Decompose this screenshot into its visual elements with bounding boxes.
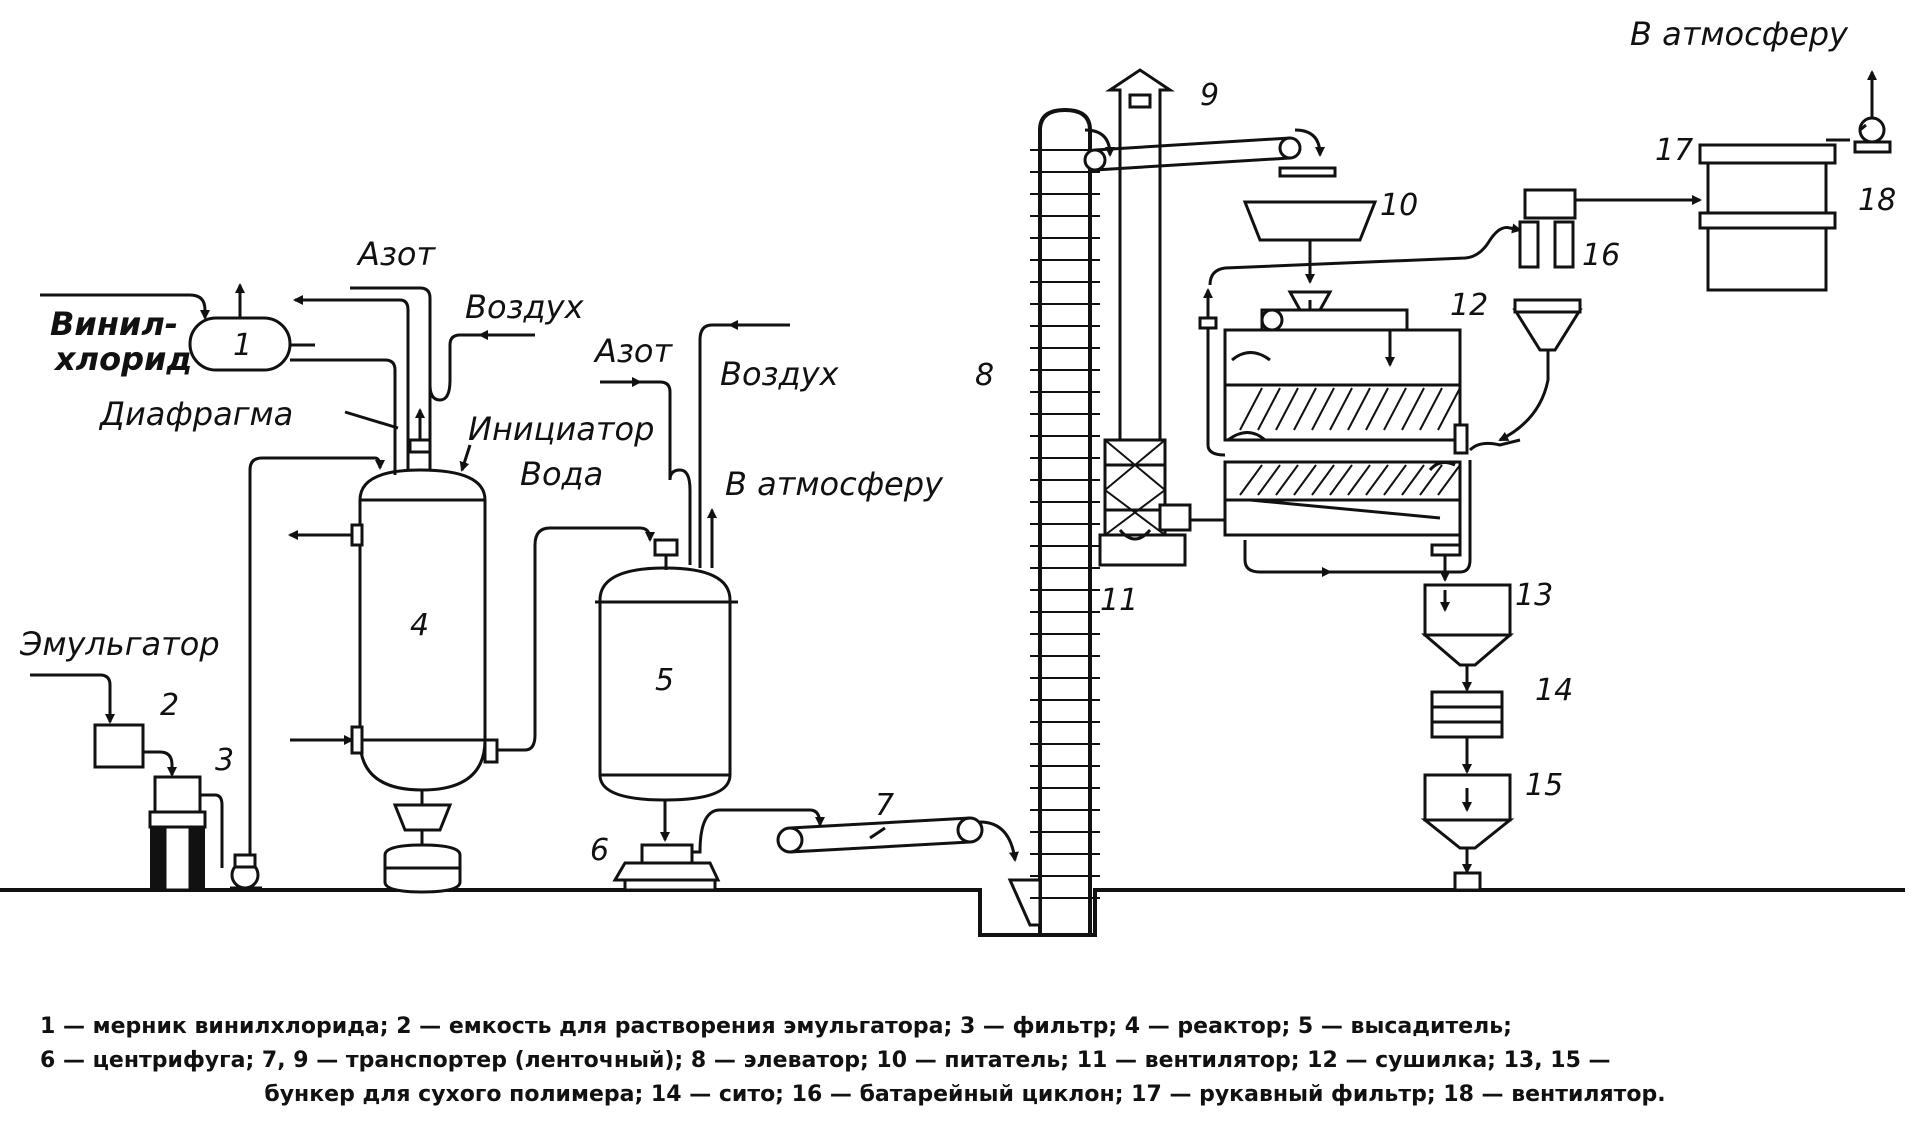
figure-caption: 1 — мерник винилхлорида; 2 — емкость для…: [40, 1010, 1890, 1112]
dryer-hatch-line: [1239, 464, 1263, 496]
dryer-hatch-line: [1437, 464, 1461, 496]
num-12: 12: [1450, 288, 1488, 323]
belt-conveyor-9: [1083, 68, 1337, 442]
process-flow-diagram: Винил- хлорид Азот Воздух Азот Воздух Ди…: [0, 15, 1905, 937]
dryer-hatch-line: [1239, 387, 1263, 431]
num-7: 7: [875, 788, 894, 823]
bucket-elevator-8: [1007, 107, 1115, 935]
dryer-hatch-line: [1419, 464, 1443, 496]
num-5: 5: [655, 663, 674, 698]
dryer-hatch-line: [1347, 387, 1371, 431]
label-v-atmosferu-1: В атмосферу: [725, 465, 944, 503]
num-2: 2: [160, 688, 179, 723]
centrifuge-6: [612, 843, 721, 892]
num-3: 3: [215, 743, 234, 778]
dryer-hatch-line: [1383, 464, 1407, 496]
battery-cyclone-16: [1498, 188, 1702, 442]
dryer-hatch-line: [1311, 464, 1335, 496]
dryer-hatch-line: [1257, 464, 1281, 496]
bunker-15: [1420, 773, 1515, 892]
pump: [230, 853, 262, 890]
num-9: 9: [1200, 78, 1219, 113]
num-15: 15: [1525, 768, 1563, 803]
dryer-hatch-line: [1401, 387, 1425, 431]
label-azot-1: Азот: [356, 235, 436, 273]
label-v-atmosferu-2: В атмосферу: [1630, 15, 1849, 53]
num-8: 8: [975, 358, 994, 393]
bunker-13: [1420, 583, 1515, 692]
sieve-14: [1430, 690, 1504, 774]
dryer-hatch-line: [1419, 387, 1443, 431]
label-voda: Вода: [520, 455, 603, 493]
num-17: 17: [1655, 133, 1693, 168]
dryer-hatch-line: [1311, 387, 1335, 431]
label-diafragma: Диафрагма: [98, 395, 293, 433]
label-emulgator: Эмульгатор: [19, 625, 220, 663]
num-11: 11: [1100, 583, 1138, 618]
label-initsiator: Инициатор: [468, 410, 654, 448]
fan-18: [1853, 70, 1892, 154]
floor-line: [0, 888, 1905, 937]
caption-line-1: 1 — мерник винилхлорида; 2 — емкость для…: [40, 1014, 1512, 1039]
label-vinyl-chloride-1: Винил-: [50, 305, 178, 343]
dryer-hatch-line: [1365, 464, 1389, 496]
bag-filter-17: [1698, 138, 1850, 292]
num-6: 6: [590, 833, 609, 868]
precipitator-5: [595, 320, 790, 842]
emulsifier-tank-2: [93, 723, 145, 769]
dryer-hatch-line: [1329, 387, 1353, 431]
dryer-hatch-line: [1293, 464, 1317, 496]
num-4: 4: [410, 608, 429, 643]
dryer-hatch-line: [1365, 387, 1389, 431]
dryer-12: [1190, 223, 1522, 582]
label-vinyl-chloride-2: хлорид: [53, 340, 192, 378]
dryer-hatch-line: [1347, 464, 1371, 496]
dryer-hatch-line: [1329, 464, 1353, 496]
belt-conveyor-7: [776, 816, 1019, 862]
caption-line-2: 6 — центрифуга; 7, 9 — транспортер (лент…: [40, 1048, 1611, 1073]
num-10: 10: [1380, 188, 1418, 223]
num-13: 13: [1515, 578, 1553, 613]
filter-3: [148, 775, 207, 892]
reactor-4: [288, 468, 499, 894]
label-azot-2: Азот: [593, 332, 673, 370]
dryer-hatch-line: [1257, 387, 1281, 431]
caption-line-3: бункер для сухого полимера; 14 — сито; 1…: [264, 1082, 1666, 1107]
num-16: 16: [1582, 238, 1620, 273]
num-14: 14: [1535, 673, 1573, 708]
fan-11: [1098, 438, 1192, 567]
dryer-hatch-line: [1437, 387, 1461, 431]
num-1: 1: [233, 328, 252, 363]
label-vozdukh-2: Воздух: [720, 355, 840, 393]
dryer-hatch-line: [1383, 387, 1407, 431]
dryer-hatch-line: [1275, 387, 1299, 431]
dryer-hatch-line: [1293, 387, 1317, 431]
num-18: 18: [1858, 183, 1896, 218]
feeder-10: [1242, 200, 1378, 284]
dryer-hatch-line: [1275, 464, 1299, 496]
dryer-hatch-line: [1401, 464, 1425, 496]
label-vozdukh-1: Воздух: [465, 288, 585, 326]
